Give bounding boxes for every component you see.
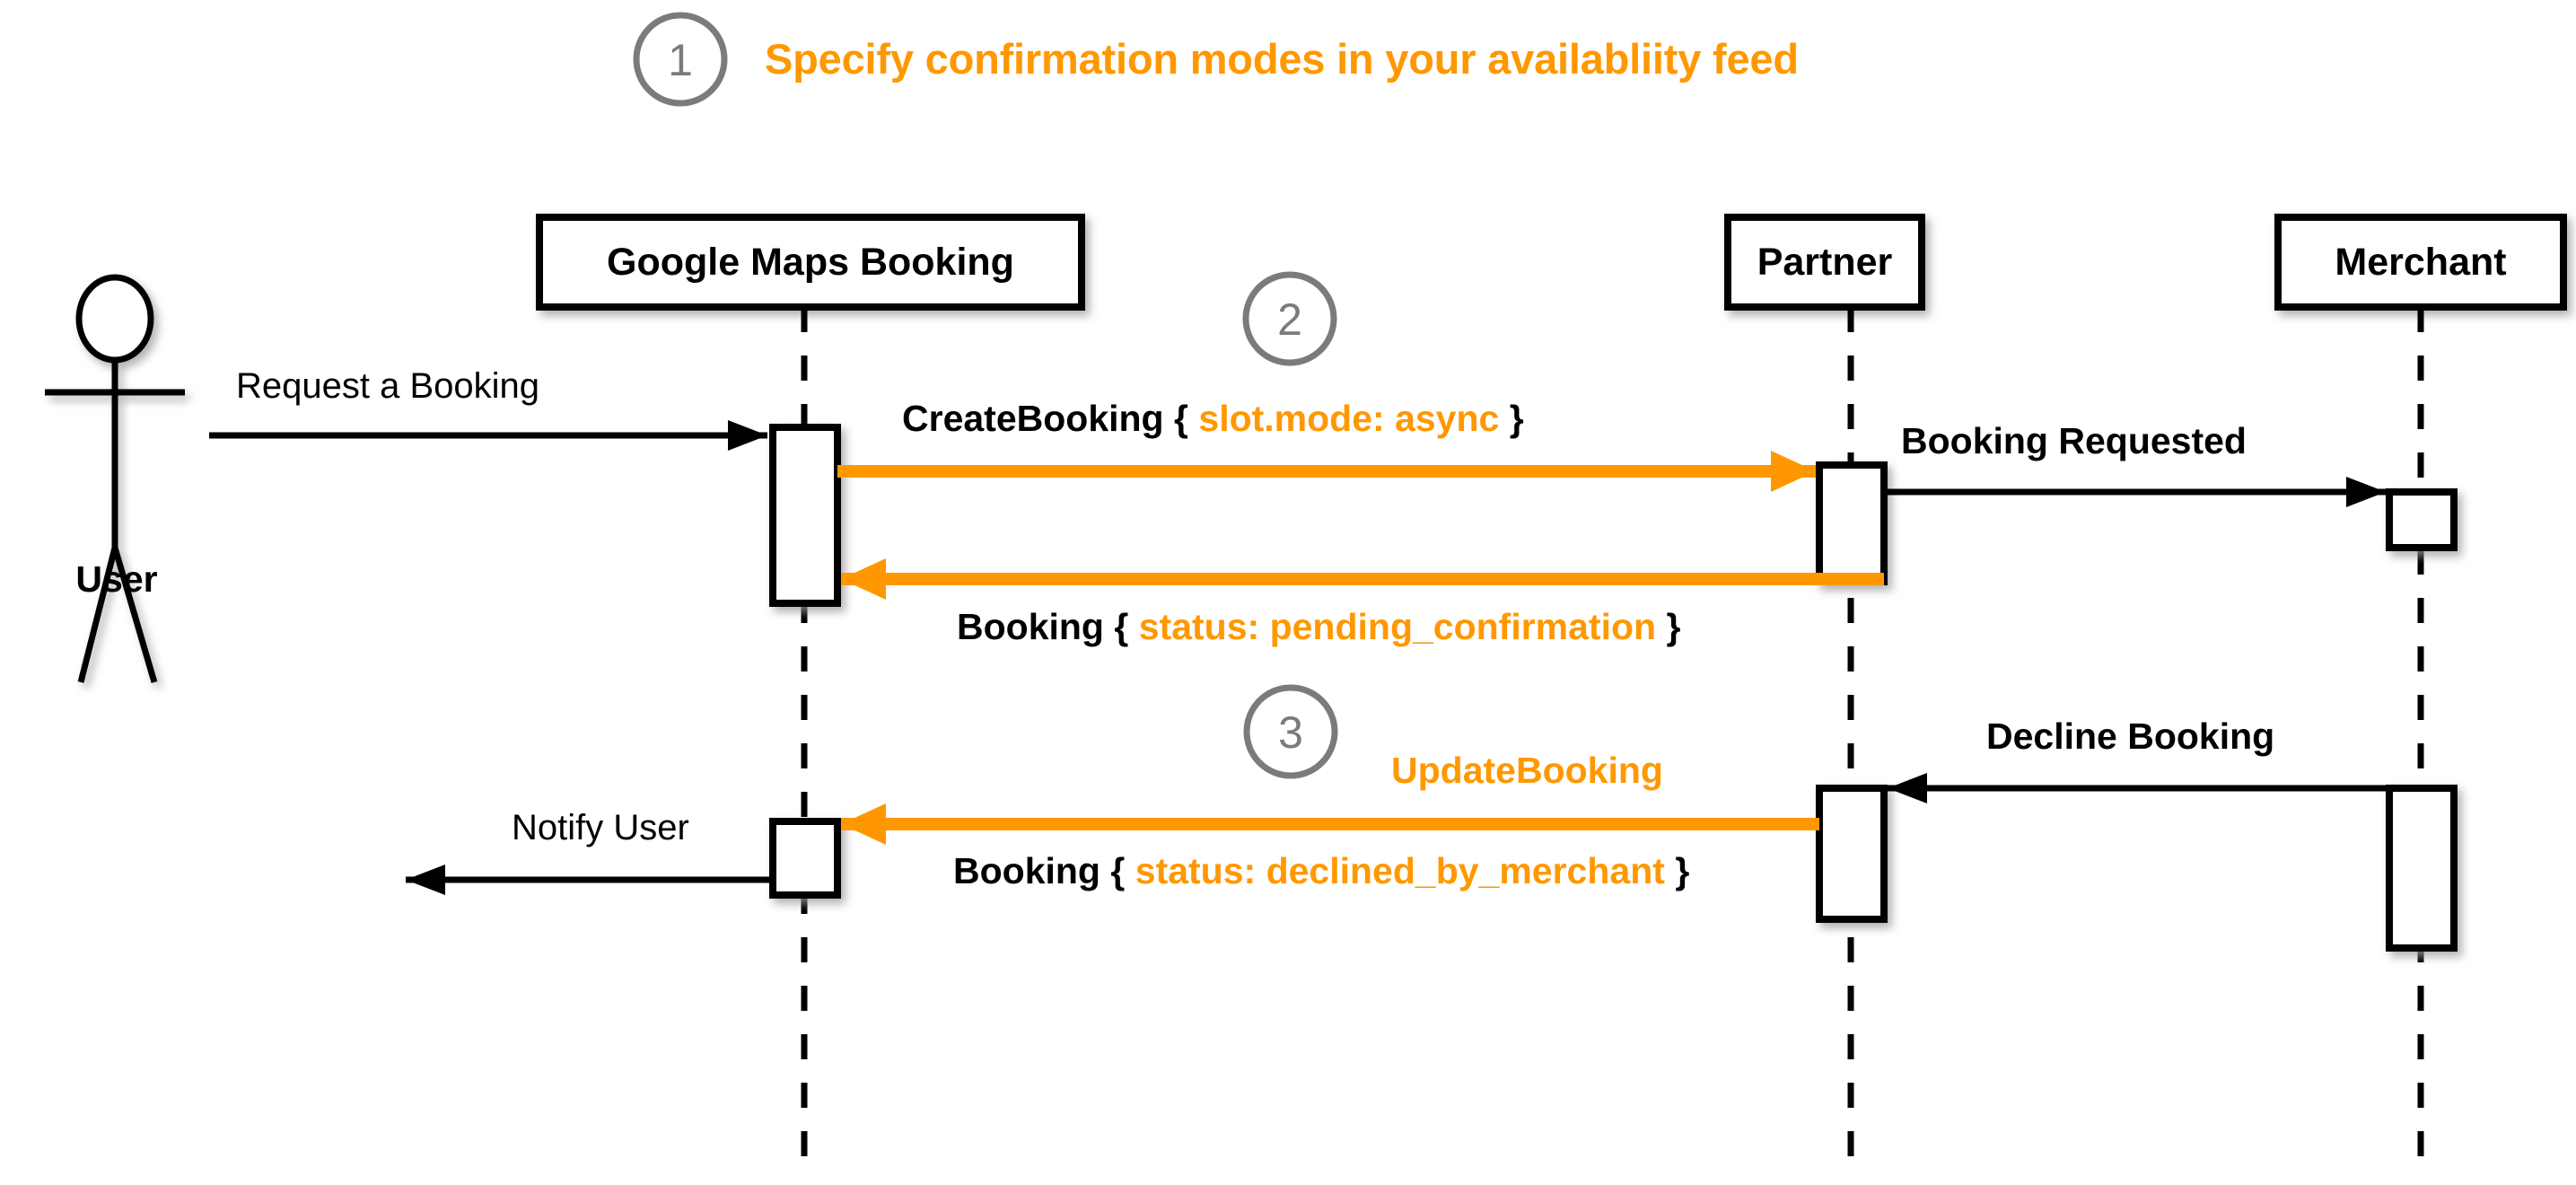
activation-bar-partner-1 xyxy=(1816,461,1888,585)
booking-declined-payload: status: declined_by_merchant xyxy=(1135,850,1665,891)
booking-declined-brace-open: { xyxy=(1110,850,1126,891)
message-label-decline-booking: Decline Booking xyxy=(1986,715,2275,757)
page-title: Specify confirmation modes in your avail… xyxy=(765,35,1799,83)
step-marker-3-number: 3 xyxy=(1278,707,1303,758)
booking-pending-brace-close: } xyxy=(1666,606,1681,647)
step-marker-1-number: 1 xyxy=(668,35,693,85)
booking-pending-brace-open: { xyxy=(1114,606,1129,647)
booking-pending-payload: status: pending_confirmation xyxy=(1138,606,1657,647)
create-booking-brace-close: } xyxy=(1509,398,1524,439)
create-booking-payload: slot.mode: async xyxy=(1198,398,1500,439)
lifeline-label-gmb: Google Maps Booking xyxy=(607,241,1014,284)
booking-declined-brace-close: } xyxy=(1675,850,1690,891)
message-label-booking-declined-by-merchant: Booking { status: declined_by_merchant } xyxy=(953,853,1689,890)
message-label-update-booking: UpdateBooking xyxy=(1391,750,1663,791)
activation-bar-partner-2 xyxy=(1816,785,1888,923)
activation-bar-merchant-2 xyxy=(2386,785,2458,952)
booking-pending-method-name: Booking xyxy=(957,606,1104,647)
message-label-request-a-booking: Request a Booking xyxy=(236,366,540,406)
actor-label-user: User xyxy=(75,558,158,600)
lifeline-box-gmb xyxy=(536,214,1085,311)
lifeline-label-partner: Partner xyxy=(1757,241,1893,284)
step-marker-2-number: 2 xyxy=(1277,294,1302,345)
message-label-booking-pending-confirmation: Booking { status: pending_confirmation } xyxy=(957,609,1680,645)
actor-stick-figure-icon xyxy=(45,274,185,683)
lifeline-box-merchant xyxy=(2274,214,2567,311)
booking-declined-method-name: Booking xyxy=(953,850,1100,891)
step-marker-circle-3 xyxy=(1243,684,1338,779)
message-label-booking-requested: Booking Requested xyxy=(1901,420,2247,461)
create-booking-brace-open: { xyxy=(1174,398,1188,439)
lifeline-box-partner xyxy=(1724,214,1925,311)
message-label-create-booking: CreateBooking { slot.mode: async } xyxy=(902,400,1524,437)
activation-bar-gmb-2 xyxy=(769,818,841,899)
step-marker-circle-1 xyxy=(633,12,728,107)
step-marker-circle-2 xyxy=(1242,271,1337,366)
message-label-notify-user: Notify User xyxy=(512,808,689,847)
lifeline-label-merchant: Merchant xyxy=(2335,241,2507,284)
activation-bar-gmb-1 xyxy=(769,424,841,607)
create-booking-method-name: CreateBooking xyxy=(902,398,1164,439)
activation-bar-merchant-1 xyxy=(2386,488,2458,551)
